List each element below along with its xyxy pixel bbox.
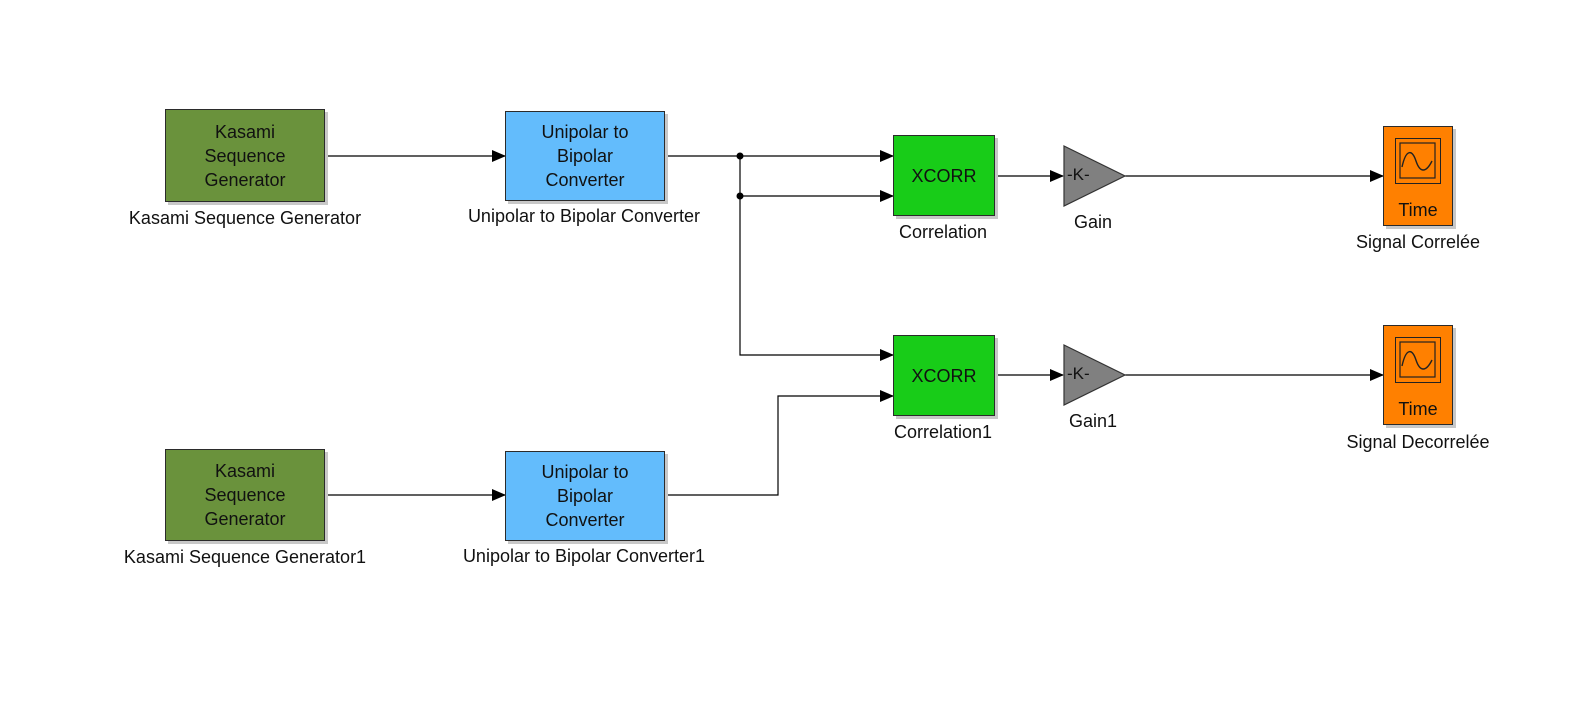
block-label-line: Unipolar to bbox=[541, 462, 629, 482]
gain1-block[interactable]: -K- bbox=[1063, 344, 1127, 406]
kasami-sequence-generator-block[interactable]: Kasami Sequence Generator bbox=[165, 109, 325, 202]
block-label: XCORR bbox=[911, 365, 977, 386]
signal-decorrelee-scope-block[interactable]: Time bbox=[1383, 325, 1453, 425]
block-label: Kasami Sequence Generator bbox=[166, 120, 324, 192]
block-label: XCORR bbox=[911, 165, 977, 186]
block-label-line: Sequence bbox=[204, 485, 286, 505]
line-branch-to-xcorr1-in2 bbox=[739, 156, 894, 202]
block-label-line: Sequence bbox=[204, 145, 286, 166]
block-label: Time bbox=[1398, 399, 1438, 419]
block-label: -K- bbox=[1067, 364, 1090, 383]
branch-point bbox=[736, 192, 744, 200]
unipolar-to-bipolar-converter1-block[interactable]: Unipolar to Bipolar Converter bbox=[505, 451, 665, 541]
block-caption: Signal Decorrelée bbox=[1346, 432, 1490, 452]
block-label: -K- bbox=[1067, 165, 1090, 184]
gain-block[interactable]: -K- bbox=[1063, 145, 1127, 207]
gain-triangle-icon bbox=[1063, 344, 1127, 406]
block-caption: Kasami Sequence Generator1 bbox=[123, 547, 367, 567]
block-label: Kasami Sequence Generator bbox=[166, 459, 324, 531]
waveform-icon bbox=[1399, 142, 1436, 179]
block-label-line: Generator bbox=[204, 169, 286, 190]
unipolar-to-bipolar-converter-block[interactable]: Unipolar to Bipolar Converter bbox=[505, 111, 665, 201]
signal-correlee-scope-block[interactable]: Time bbox=[1383, 126, 1453, 226]
waveform-icon bbox=[1399, 341, 1436, 378]
correlation-block[interactable]: XCORR bbox=[893, 135, 995, 216]
correlation1-block[interactable]: XCORR bbox=[893, 335, 995, 416]
block-label-line: Unipolar to bbox=[541, 122, 629, 142]
block-label-line: Converter bbox=[545, 170, 625, 190]
block-label: Unipolar to Bipolar Converter bbox=[506, 460, 664, 532]
scope-screen bbox=[1395, 337, 1441, 383]
block-caption: Correlation1 bbox=[893, 422, 993, 442]
block-caption: Gain1 bbox=[1068, 411, 1118, 431]
block-caption: Correlation bbox=[898, 222, 988, 242]
block-label-line: Generator bbox=[204, 509, 286, 529]
line-branch-to-xcorr2-in1 bbox=[739, 196, 894, 361]
branch-point bbox=[736, 152, 744, 160]
scope-screen bbox=[1395, 138, 1441, 184]
block-caption: Gain bbox=[1073, 212, 1113, 232]
block-label-line: Bipolar bbox=[556, 146, 614, 166]
block-caption: Unipolar to Bipolar Converter bbox=[467, 206, 701, 226]
block-label: Unipolar to Bipolar Converter bbox=[506, 120, 664, 192]
block-label-line: Kasami bbox=[214, 121, 276, 142]
block-caption: Kasami Sequence Generator bbox=[128, 208, 362, 228]
block-label-line: Kasami bbox=[214, 461, 276, 481]
block-caption: Unipolar to Bipolar Converter1 bbox=[462, 546, 706, 566]
line-uni2-to-xcorr2-in2 bbox=[665, 390, 894, 496]
block-label-line: Bipolar bbox=[556, 486, 614, 506]
block-label: Time bbox=[1398, 200, 1438, 220]
kasami-sequence-generator1-block[interactable]: Kasami Sequence Generator bbox=[165, 449, 325, 541]
gain-triangle-icon bbox=[1063, 145, 1127, 207]
block-caption: Signal Correlée bbox=[1355, 232, 1481, 252]
block-label-line: Converter bbox=[545, 510, 625, 530]
